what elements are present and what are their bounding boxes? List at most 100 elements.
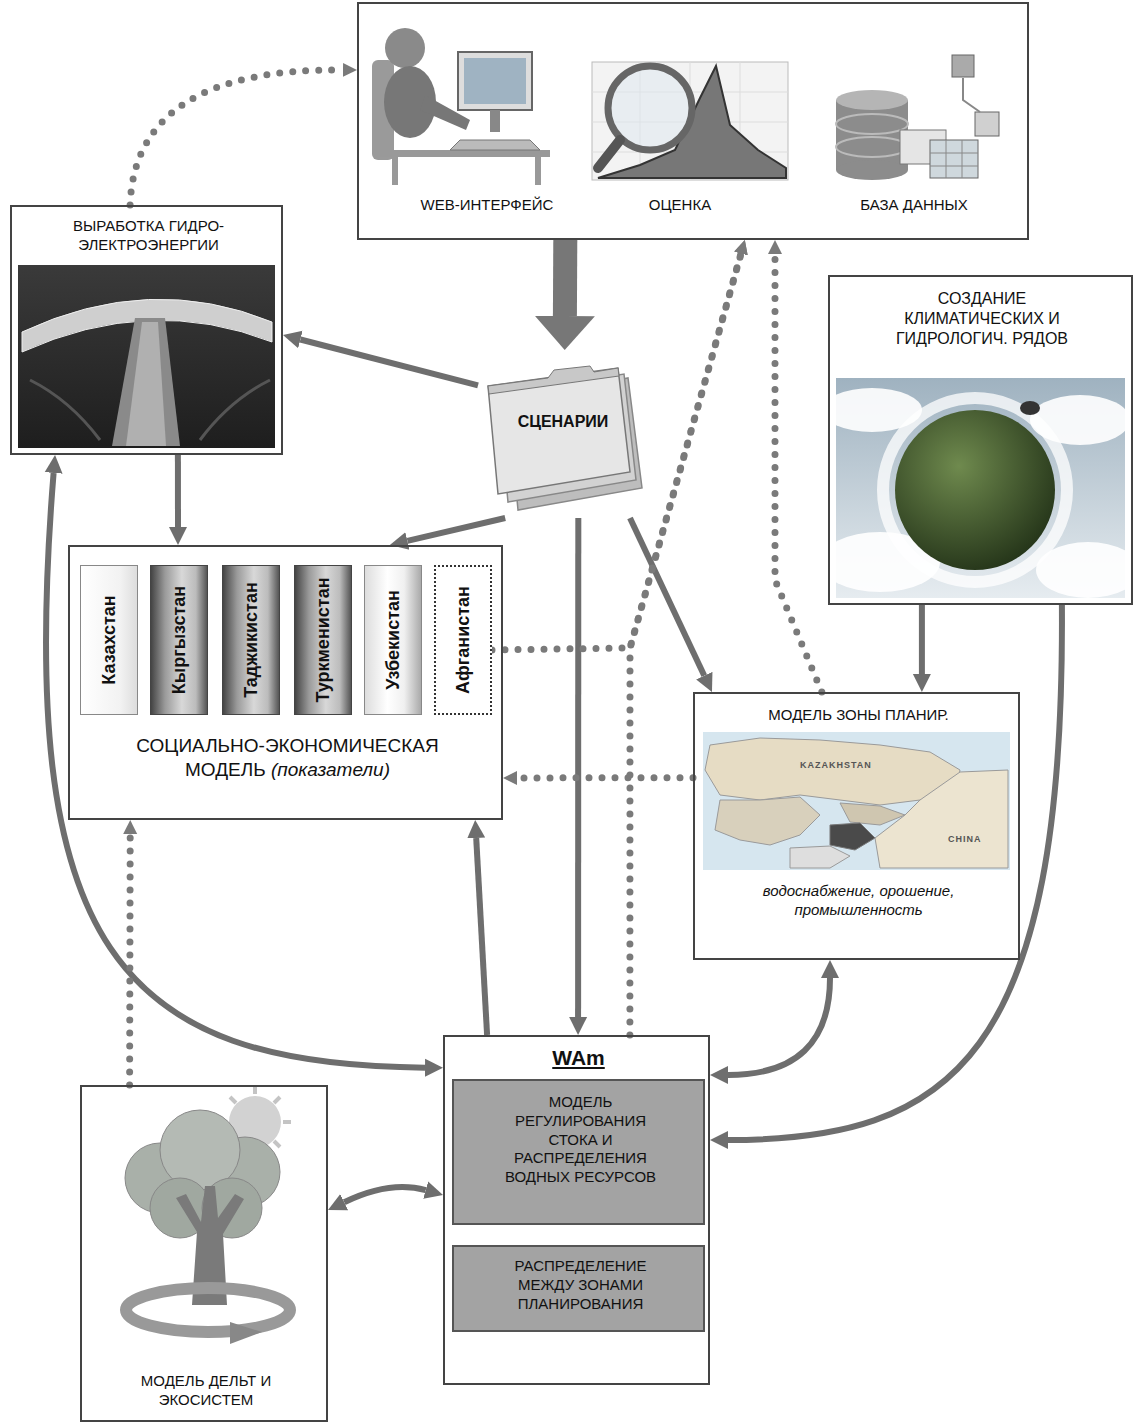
flow-arrow — [575, 518, 581, 1017]
node-label: СОЗДАНИЕ КЛИМАТИЧЕСКИХ И ГИДРОЛОГИЧ. РЯД… — [882, 289, 1082, 349]
flow-arrow — [175, 455, 181, 527]
illustration-part — [930, 140, 978, 178]
flow-arrow — [630, 518, 704, 676]
map-label: KAZAKHSTAN — [800, 760, 872, 770]
illustration-part — [112, 318, 180, 446]
illustration-part — [952, 55, 974, 77]
illustration-part — [975, 112, 999, 136]
illustration-part — [230, 1322, 262, 1344]
illustration-part — [535, 157, 541, 185]
illustration-part — [18, 265, 275, 448]
node-label: водоснабжение, орошение, промышленность — [705, 882, 1012, 920]
submodel-box: РАСПРЕДЕЛЕНИЕ МЕЖДУ ЗОНАМИ ПЛАНИРОВАНИЯ — [452, 1245, 705, 1332]
country-bar: Афганистан — [434, 565, 492, 715]
model-heading: СОЦИАЛЬНО-ЭКОНОМИЧЕСКАЯ МОДЕЛЬ (показате… — [120, 734, 455, 782]
node-label: РАСПРЕДЕЛЕНИЕ МЕЖДУ ЗОНАМИ ПЛАНИРОВАНИЯ — [490, 1257, 671, 1313]
illustration-part — [392, 157, 398, 185]
node-label: WAm — [445, 1045, 712, 1071]
illustration-part — [875, 770, 1008, 868]
model-subtitle: (показатели) — [271, 759, 390, 780]
illustration-part — [883, 398, 1067, 582]
database-icon — [836, 55, 999, 180]
node-label: ВЫРАБОТКА ГИДРО- ЭЛЕКТРОЭНЕРГИИ — [22, 217, 275, 255]
dotted-arrow — [130, 70, 343, 205]
tools-panel-box: WEB-ИНТЕРФЕЙС ОЦЕНКА БАЗА ДАННЫХ — [357, 2, 1029, 240]
map-label: CHINA — [948, 834, 982, 844]
illustration-part — [836, 90, 908, 110]
country-name: Узбекистан — [383, 590, 404, 690]
process-box: СОЗДАНИЕ КЛИМАТИЧЕСКИХ И ГИДРОЛОГИЧ. РЯД… — [828, 275, 1133, 605]
flow-arrow — [728, 605, 1062, 1140]
illustration-part — [930, 140, 978, 178]
illustration-part — [836, 114, 908, 134]
model-box: СОЦИАЛЬНО-ЭКОНОМИЧЕСКАЯ МОДЕЛЬ (показате… — [68, 545, 503, 820]
country-name: Кыргызстан — [169, 586, 190, 694]
dotted-arrow — [630, 254, 741, 1036]
illustration-part — [126, 1288, 290, 1332]
dotted-arrow — [126, 834, 134, 1085]
planning-zone-map — [703, 732, 1010, 870]
illustration-part — [836, 137, 908, 157]
illustration-part — [30, 380, 270, 440]
country-bar: Казахстан — [80, 565, 138, 715]
hydro-dam-picture — [18, 265, 275, 448]
flow-arrow — [919, 605, 925, 674]
folder-node: СЦЕНАРИИ — [478, 350, 648, 518]
country-bar: Кыргызстан — [150, 565, 208, 715]
illustration-part — [836, 100, 908, 170]
illustration-part — [703, 732, 1010, 870]
illustration-part — [126, 322, 166, 446]
model-box: МОДЕЛЬ ДЕЛЬТ И ЭКОСИСТЕМ — [80, 1085, 328, 1422]
flow-arrow — [407, 518, 505, 541]
workstation-icon — [372, 28, 550, 185]
node-label: МОДЕЛЬ ДЕЛЬТ И ЭКОСИСТЕМ — [92, 1372, 320, 1410]
process-box: ВЫРАБОТКА ГИДРО- ЭЛЕКТРОЭНЕРГИИ — [10, 205, 283, 455]
model-box: WAmМОДЕЛЬ РЕГУЛИРОВАНИЯ СТОКА И РАСПРЕДЕ… — [443, 1035, 710, 1385]
country-name: Казахстан — [99, 595, 120, 684]
illustration-part — [380, 150, 550, 157]
illustration-part — [488, 366, 619, 394]
dotted-arrow — [775, 254, 822, 692]
node-label: МОДЕЛЬ РЕГУЛИРОВАНИЯ СТОКА И РАСПРЕДЕЛЕН… — [490, 1093, 671, 1187]
delta-ecosystem-picture — [125, 1086, 291, 1344]
node-label: СЦЕНАРИИ — [488, 412, 638, 432]
illustration-part — [830, 823, 875, 850]
illustration-part — [592, 62, 788, 180]
country-name: Таджикистан — [241, 582, 262, 698]
node-label: МОДЕЛЬ ЗОНЫ ПЛАНИР. — [705, 706, 1012, 725]
country-bar: Туркменистан — [294, 565, 352, 715]
illustration-part — [715, 797, 820, 845]
flow-arrow — [476, 838, 487, 1035]
illustration-part — [385, 28, 425, 68]
illustration-part — [450, 140, 540, 150]
illustration-part — [836, 160, 908, 180]
illustration-part — [464, 58, 526, 104]
folder-outline — [478, 350, 648, 518]
illustration-part — [840, 803, 905, 825]
globe-picture — [820, 378, 1137, 598]
node-label: БАЗА ДАННЫХ — [809, 196, 1019, 215]
node-label: ОЦЕНКА — [600, 196, 760, 215]
node-label: WEB-ИНТЕРФЕЙС — [382, 196, 592, 215]
dotted-arrow — [517, 774, 693, 781]
country-bar: Таджикистан — [222, 565, 280, 715]
illustration-part — [592, 62, 788, 180]
illustration-part — [598, 140, 620, 168]
country-bar: Узбекистан — [364, 565, 422, 715]
illustration-part — [963, 78, 980, 112]
country-name: Туркменистан — [313, 577, 334, 702]
illustration-part — [790, 846, 850, 868]
illustration-part — [1020, 401, 1040, 415]
illustration-part — [705, 738, 960, 805]
wide-arrow — [553, 240, 577, 316]
submodel-box: МОДЕЛЬ РЕГУЛИРОВАНИЯ СТОКА И РАСПРЕДЕЛЕН… — [452, 1079, 705, 1225]
flow-arrow — [300, 340, 478, 386]
assessment-icon — [592, 62, 788, 180]
model-box: МОДЕЛЬ ЗОНЫ ПЛАНИР. водоснабжение, орошен… — [693, 692, 1020, 960]
illustration-part — [458, 52, 532, 110]
illustration-part — [895, 410, 1055, 570]
illustration-part — [598, 66, 786, 178]
illustration-part — [490, 110, 500, 132]
country-name: Афганистан — [453, 586, 474, 694]
